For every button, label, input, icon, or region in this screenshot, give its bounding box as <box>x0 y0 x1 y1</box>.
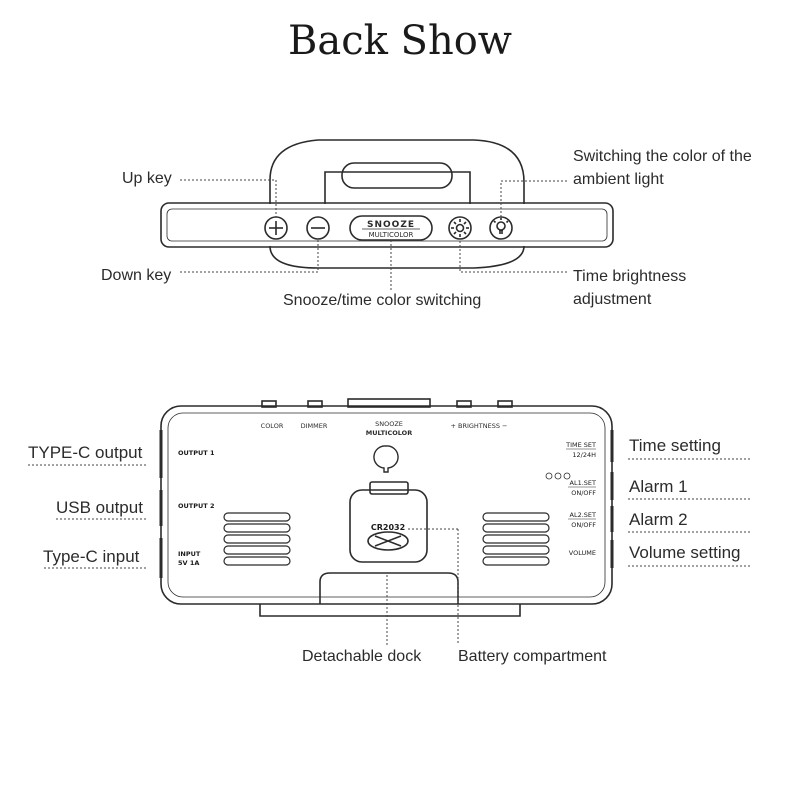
back-top-button-snooze <box>347 398 431 408</box>
panel-timeset-line2: 12/24H <box>572 451 596 459</box>
speaker-grille-left <box>223 512 291 566</box>
back-leaders <box>386 528 459 645</box>
back-underlines <box>28 458 750 569</box>
up-key-icon <box>264 216 288 240</box>
back-top-button-plus <box>456 400 472 408</box>
snooze-button-line1: SNOOZE <box>367 220 415 230</box>
panel-al1-line2: ON/OFF <box>571 489 596 497</box>
top-leaders <box>180 179 567 290</box>
leader-up-key <box>180 179 277 217</box>
top-body <box>160 202 614 248</box>
bulb-icon <box>489 216 513 240</box>
panel-al1-line1: AL1.SET <box>570 479 597 487</box>
battery-compartment-outline <box>349 489 428 563</box>
speaker-grille-right <box>482 512 550 566</box>
leader-down-key <box>180 239 319 273</box>
callout-typec-output: TYPE-C output <box>28 443 143 462</box>
dock-base <box>259 604 521 617</box>
panel-brightness: + BRIGHTNESS − <box>450 422 507 430</box>
top-stand-arch <box>269 139 525 204</box>
callout-ambient: Switching the color of the ambient light <box>573 148 752 188</box>
panel-volume: VOLUME <box>569 549 596 557</box>
top-handle-slot <box>341 162 453 189</box>
back-body-inner <box>167 412 606 598</box>
brightness-icon <box>448 216 472 240</box>
dock-upright <box>319 572 459 604</box>
back-view <box>159 398 614 617</box>
battery-tab <box>369 481 409 495</box>
back-top-button-dimmer <box>307 400 323 408</box>
callout-usb-output: USB output <box>56 498 143 517</box>
callout-typec-input: Type-C input <box>43 547 140 566</box>
callout-volume-setting: Volume setting <box>629 543 741 562</box>
top-body-inner <box>166 208 608 242</box>
back-top-button-minus <box>497 400 513 408</box>
panel-color: COLOR <box>261 422 284 430</box>
panel-dimmer: DIMMER <box>301 422 328 430</box>
battery-label: CR2032 <box>371 523 405 532</box>
callout-alarm2: Alarm 2 <box>629 510 688 529</box>
panel-al2-line1: AL2.SET <box>570 511 597 519</box>
leader-brightness <box>459 239 567 273</box>
callout-battery: Battery compartment <box>458 648 607 665</box>
callout-dock: Detachable dock <box>302 648 422 665</box>
indicator-dots <box>545 472 571 480</box>
top-base-arch <box>269 245 525 269</box>
back-top-button-color <box>261 400 277 408</box>
callout-snooze: Snooze/time color switching <box>283 292 482 309</box>
panel-timeset-line1: TIME SET <box>565 441 596 449</box>
panel-al2-line2: ON/OFF <box>571 521 596 529</box>
panel-output2: OUTPUT 2 <box>178 502 215 510</box>
top-view <box>160 139 614 269</box>
panel-input-line2: 5V 1A <box>178 559 199 567</box>
panel-input-line1: INPUT <box>178 550 201 558</box>
callout-time-brightness: Time brightness adjustment <box>573 268 687 308</box>
callout-up-key: Up key <box>122 170 172 187</box>
page-title: Back Show <box>287 18 513 64</box>
snooze-button-line2: MULTICOLOR <box>369 231 414 239</box>
keyhole-hanger <box>373 445 399 473</box>
callout-down-key: Down key <box>101 267 172 284</box>
panel-multicolor: MULTICOLOR <box>366 429 412 437</box>
panel-output1: OUTPUT 1 <box>178 449 215 457</box>
leader-ambient <box>500 180 567 217</box>
down-key-icon <box>306 216 330 240</box>
callout-alarm1: Alarm 1 <box>629 477 688 496</box>
battery-coin-icon <box>367 531 409 551</box>
callout-time-setting: Time setting <box>629 436 721 455</box>
panel-snooze: SNOOZE <box>375 420 403 428</box>
top-stand-inner <box>324 171 471 204</box>
